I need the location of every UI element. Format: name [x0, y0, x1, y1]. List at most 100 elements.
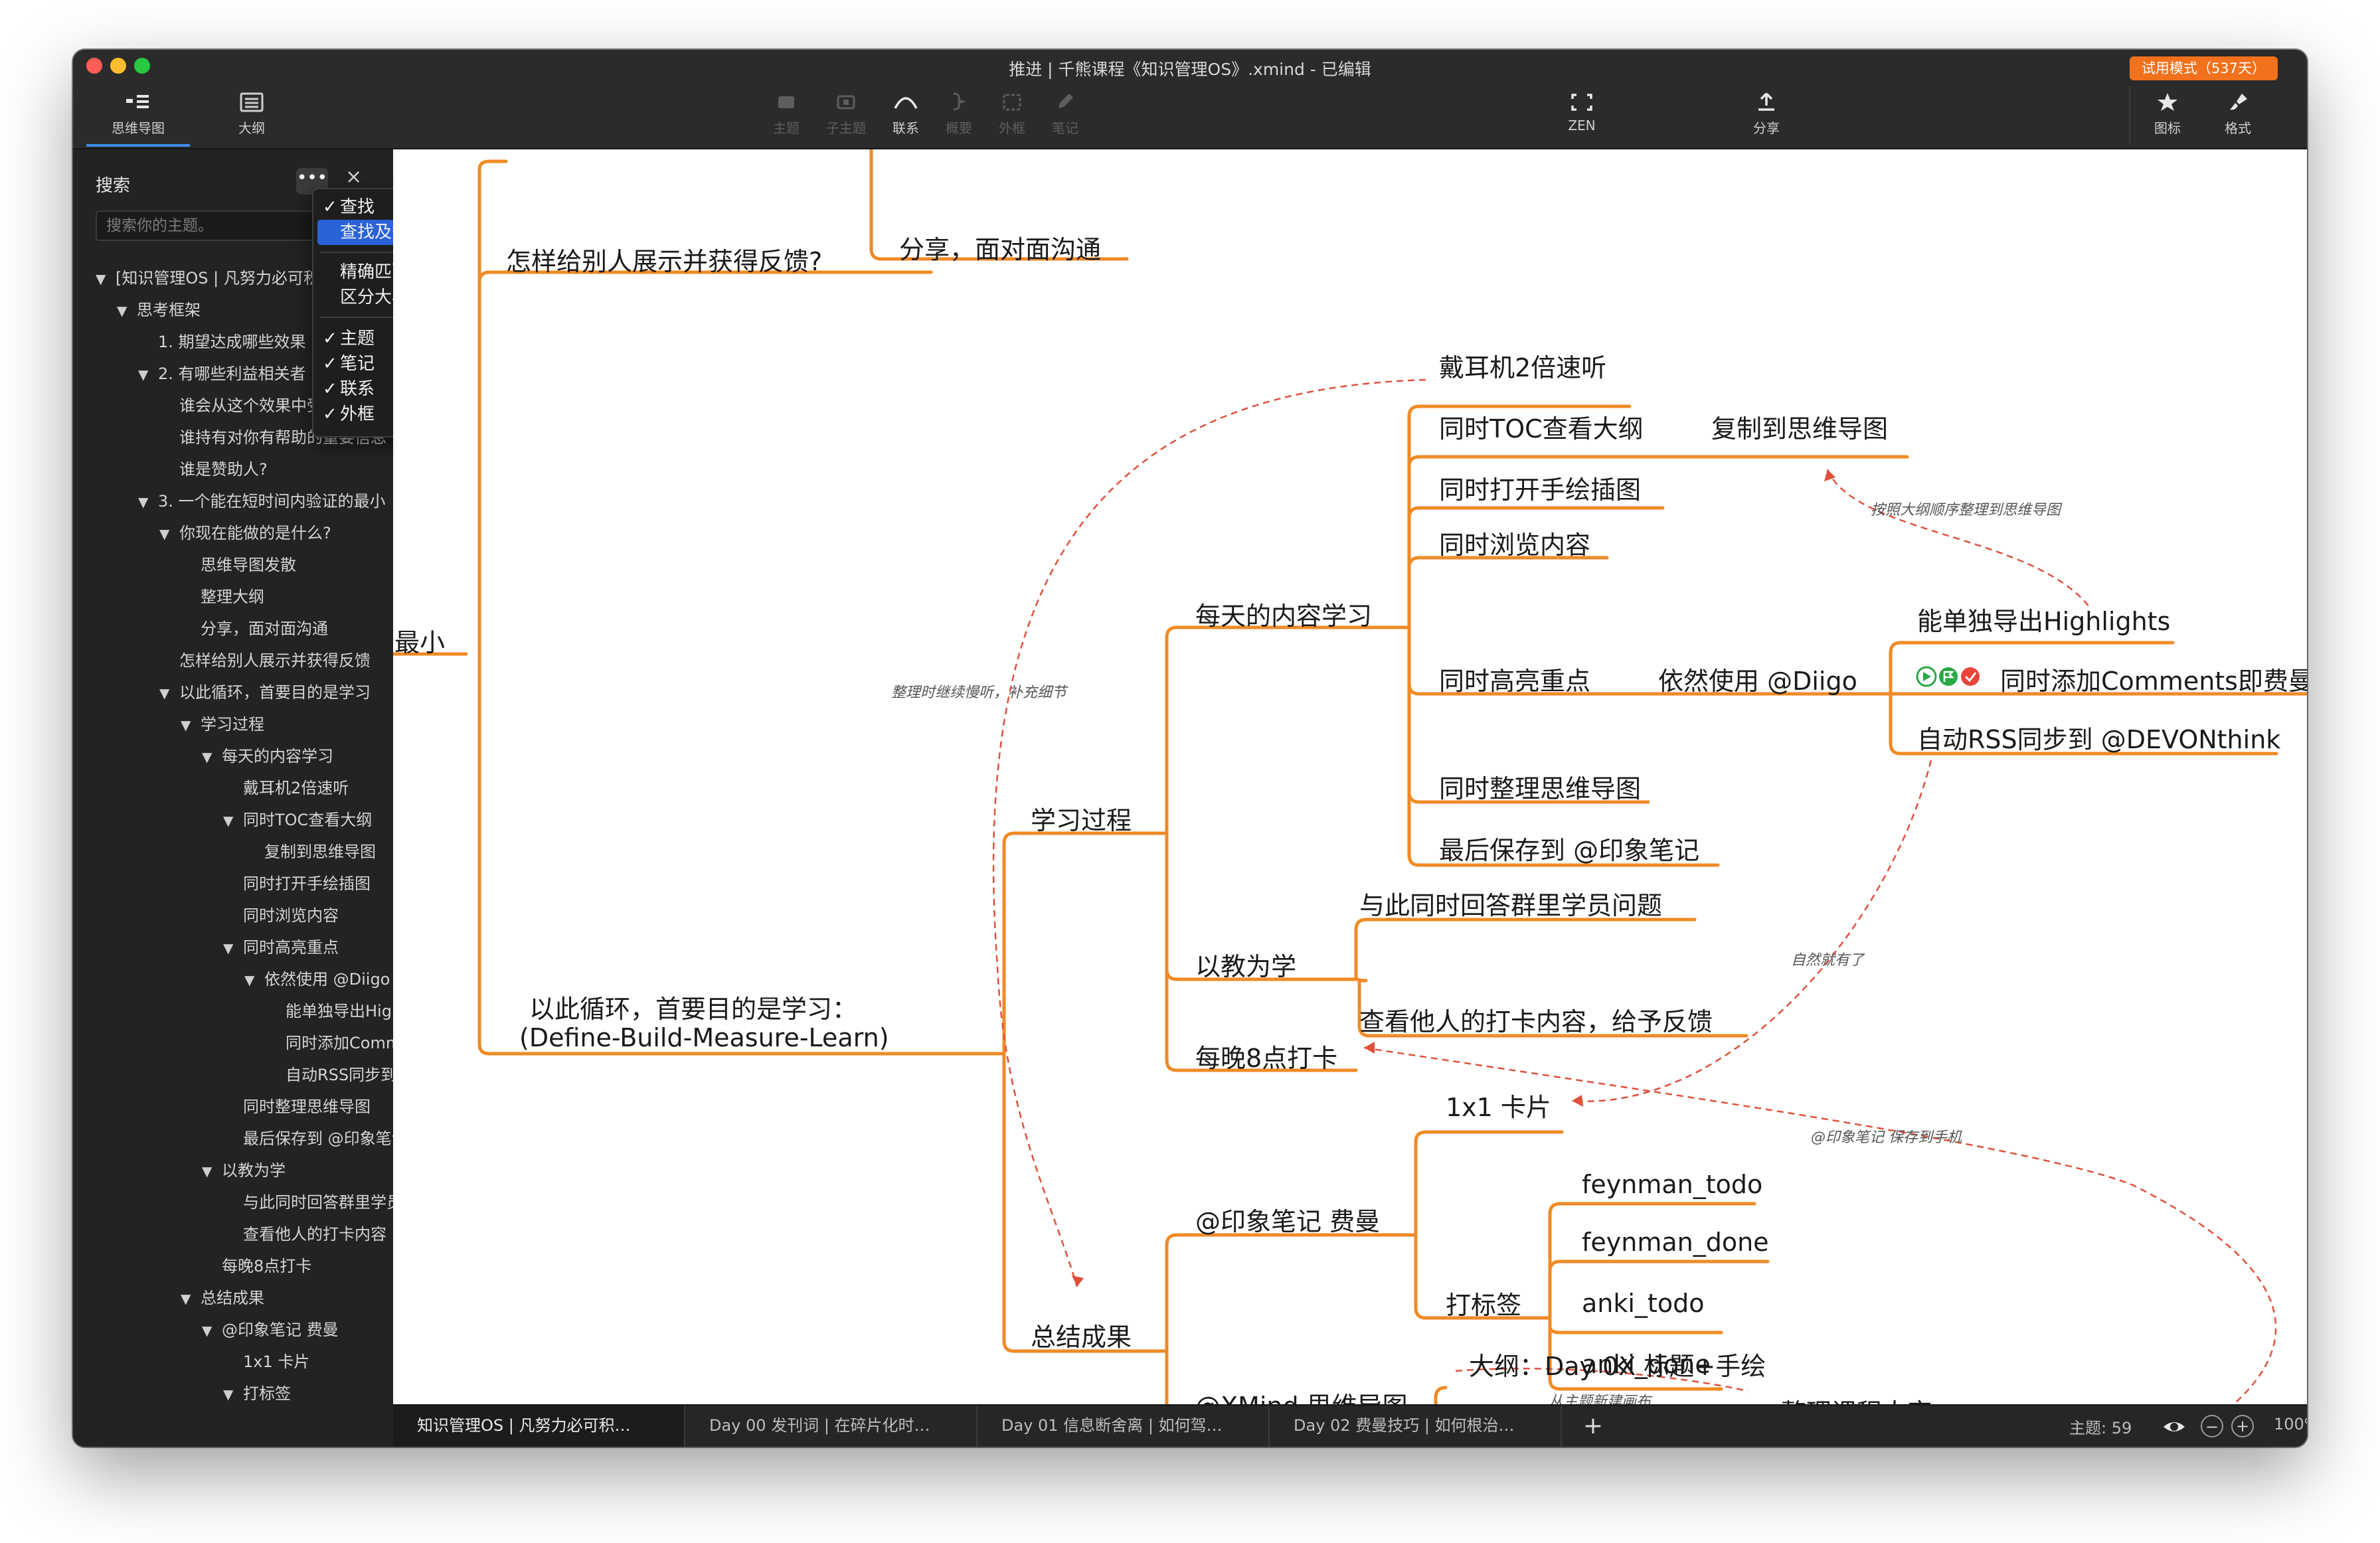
format-panel-button[interactable]: 格式	[2205, 91, 2271, 137]
outline-item[interactable]: ▼自动RSS同步到	[266, 1059, 393, 1091]
trial-badge[interactable]: 试用模式（537天）	[2129, 56, 2278, 80]
topic-view-checkins[interactable]: 查看他人的打卡内容，给予反馈	[1359, 1007, 1713, 1036]
zoom-out-button[interactable]: −	[2201, 1415, 2223, 1437]
disclosure-triangle-icon[interactable]: ▼	[117, 303, 128, 319]
outline-item[interactable]: ▼2. 有哪些利益相关者	[138, 358, 393, 390]
menu-item-topic[interactable]: ✓主题	[317, 326, 461, 351]
topic-show-feedback[interactable]: 怎样给别人展示并获得反馈?	[506, 247, 823, 276]
disclosure-triangle-icon[interactable]: ▼	[202, 1323, 212, 1339]
relation-label-listen-slowly[interactable]: 整理时继续慢听，补充细节	[891, 685, 1067, 701]
topic-anki-done[interactable]: anki_done	[1582, 1350, 1711, 1379]
outline-item[interactable]: ▼每天的内容学习	[202, 740, 393, 772]
topic-nightly-checkin[interactable]: 每晚8点打卡	[1195, 1044, 1338, 1073]
disclosure-triangle-icon[interactable]: ▼	[202, 749, 212, 765]
outline-item[interactable]: ▼与此同时回答群里学员	[223, 1186, 393, 1218]
disclosure-triangle-icon[interactable]: ▼	[223, 940, 234, 956]
outline-view-tab[interactable]: 大纲	[215, 91, 288, 137]
zen-button[interactable]: ZEN	[1549, 91, 1615, 133]
disclosure-triangle-icon[interactable]: ▼	[223, 1386, 234, 1402]
subtopic-button[interactable]: 子主题	[813, 91, 879, 137]
topic-minimum[interactable]: 最小	[394, 628, 446, 657]
outline-item[interactable]: ▼总结成果	[181, 1282, 393, 1314]
menu-item-boundary[interactable]: ✓外框	[317, 402, 461, 427]
outline-item[interactable]: ▼以此循环，首要目的是学习	[159, 677, 393, 708]
topic-browse-content[interactable]: 同时浏览内容	[1439, 530, 1591, 560]
outline-item[interactable]: ▼同时高亮重点	[223, 932, 393, 963]
topic-use-diigo[interactable]: 依然使用 @Diigo	[1658, 667, 1857, 696]
outline-item[interactable]: ▼依然使用 @Diigo	[244, 963, 393, 995]
outline-item[interactable]: ▼1x1 卡片	[223, 1346, 393, 1378]
topic-anki-todo[interactable]: anki_todo	[1582, 1289, 1705, 1318]
minimize-window-button[interactable]	[110, 58, 126, 74]
relation-label-outline-order[interactable]: 按照大纲顺序整理到思维导图	[1871, 502, 2061, 519]
outline-item[interactable]: ▼@印象笔记 费曼	[202, 1314, 393, 1346]
outline-item[interactable]: ▼思维导图发散	[181, 549, 393, 581]
topic-organize-mindmap[interactable]: 同时整理思维导图	[1439, 774, 1642, 803]
disclosure-triangle-icon[interactable]: ▼	[138, 366, 149, 382]
summary-button[interactable]: 概要	[932, 91, 985, 137]
sheet-tab-4[interactable]: Day 02 费曼技巧 | 如何根治…	[1270, 1406, 1562, 1447]
topic-copy-to-mindmap[interactable]: 复制到思维导图	[1711, 414, 1889, 444]
topic-daily-learning[interactable]: 每天的内容学习	[1195, 602, 1373, 631]
search-options-button[interactable]: •••	[296, 168, 328, 195]
outline-item[interactable]: ▼每晚8点打卡	[202, 1250, 393, 1282]
disclosure-triangle-icon[interactable]: ▼	[159, 526, 170, 542]
outline-item[interactable]: ▼[知识管理OS | 凡努力必可积…	[96, 262, 393, 294]
outline-item[interactable]: ▼同时添加Comments	[266, 1027, 393, 1059]
outline-item[interactable]: ▼3. 一个能在短时间内验证的最小	[138, 485, 393, 517]
topic-teach-to-learn[interactable]: 以教为学	[1195, 952, 1297, 981]
topic-save-evernote[interactable]: 最后保存到 @印象笔记	[1439, 836, 1700, 865]
topic-course-organize[interactable]: 整理课程大字	[1781, 1392, 1932, 1404]
topic-summary-results[interactable]: 总结成果	[1031, 1323, 1132, 1352]
menu-item-find[interactable]: ✓查找	[317, 195, 461, 220]
outline-item[interactable]: ▼整理大纲	[181, 581, 393, 613]
disclosure-triangle-icon[interactable]: ▼	[138, 494, 149, 510]
outline-item[interactable]: ▼学习过程	[181, 708, 393, 740]
topic-feynman-done[interactable]: feynman_done	[1582, 1228, 1769, 1257]
menu-item-note[interactable]: ✓笔记	[317, 351, 461, 376]
topic-loop-line1[interactable]: 以此循环，首要目的是学习：	[529, 995, 858, 1024]
topic-tagging[interactable]: 打标签	[1446, 1291, 1522, 1320]
eye-icon[interactable]	[2162, 1415, 2186, 1439]
topic-button[interactable]: 主题	[760, 91, 813, 137]
icon-panel-button[interactable]: 图标	[2134, 91, 2201, 137]
disclosure-triangle-icon[interactable]: ▼	[181, 717, 191, 733]
close-window-button[interactable]	[86, 58, 102, 74]
outline-item[interactable]: ▼1. 期望达成哪些效果	[138, 326, 393, 358]
topic-share[interactable]: 分享，面对面沟通	[899, 235, 1102, 264]
close-search-icon[interactable]: ×	[345, 165, 363, 189]
topic-toc-outline[interactable]: 同时TOC查看大纲	[1439, 414, 1644, 444]
relation-label-naturally[interactable]: 自然就有了	[1791, 952, 1865, 969]
outline-item[interactable]: ▼打标签	[223, 1378, 393, 1410]
topic-headphone-2x[interactable]: 戴耳机2倍速听	[1439, 353, 1607, 382]
outline-item[interactable]: ▼怎样给别人展示并获得反馈	[159, 645, 393, 677]
outline-item[interactable]: ▼最后保存到 @印象笔记	[223, 1123, 393, 1155]
topic-open-drawings[interactable]: 同时打开手绘插图	[1439, 475, 1642, 505]
outline-item[interactable]: ▼思考框架	[117, 294, 393, 326]
sheet-tab-3[interactable]: Day 01 信息断舍离 | 如何驾…	[978, 1406, 1270, 1447]
outline-item[interactable]: ▼查看他人的打卡内容	[223, 1218, 393, 1250]
add-sheet-button[interactable]: +	[1582, 1412, 1604, 1439]
topic-export-highlights[interactable]: 能单独导出Highlights	[1917, 607, 2171, 636]
relation-label-save-phone[interactable]: @印象笔记 保存到手机	[1811, 1129, 1962, 1146]
disclosure-triangle-icon[interactable]: ▼	[96, 271, 106, 287]
disclosure-triangle-icon[interactable]: ▼	[223, 813, 234, 829]
disclosure-triangle-icon[interactable]: ▼	[244, 972, 255, 988]
note-button[interactable]: 笔记	[1039, 91, 1092, 137]
zoom-level[interactable]: 100%	[2274, 1415, 2307, 1433]
outline-item[interactable]: ▼你现在能做的是什么?	[159, 517, 393, 549]
disclosure-triangle-icon[interactable]: ▼	[159, 685, 170, 701]
topic-highlight-key[interactable]: 同时高亮重点	[1439, 667, 1591, 696]
outline-item[interactable]: ▼复制到思维导图	[244, 836, 393, 868]
outline-item[interactable]: ▼戴耳机2倍速听	[223, 772, 393, 804]
topic-evernote-feynman[interactable]: @印象笔记 费曼	[1195, 1207, 1381, 1236]
outline-item[interactable]: ▼同时浏览内容	[223, 900, 393, 932]
outline-item[interactable]: ▼同时TOC查看大纲	[223, 804, 393, 836]
topic-1x1-card[interactable]: 1x1 卡片	[1446, 1093, 1551, 1122]
topic-rss-sync[interactable]: 自动RSS同步到 @DEVONthink	[1917, 725, 2281, 754]
topic-outline-day[interactable]: 大纲：Day 0X 标题+手绘	[1469, 1346, 1766, 1382]
mindmap-canvas[interactable]: 分享，面对面沟通 怎样给别人展示并获得反馈? 最小 以此循环，首要目的是学习： …	[393, 149, 2307, 1404]
topic-feynman-todo[interactable]: feynman_todo	[1582, 1170, 1763, 1199]
outline-item[interactable]: ▼能单独导出Highlights	[266, 995, 393, 1027]
outline-item[interactable]: ▼以教为学	[202, 1155, 393, 1186]
